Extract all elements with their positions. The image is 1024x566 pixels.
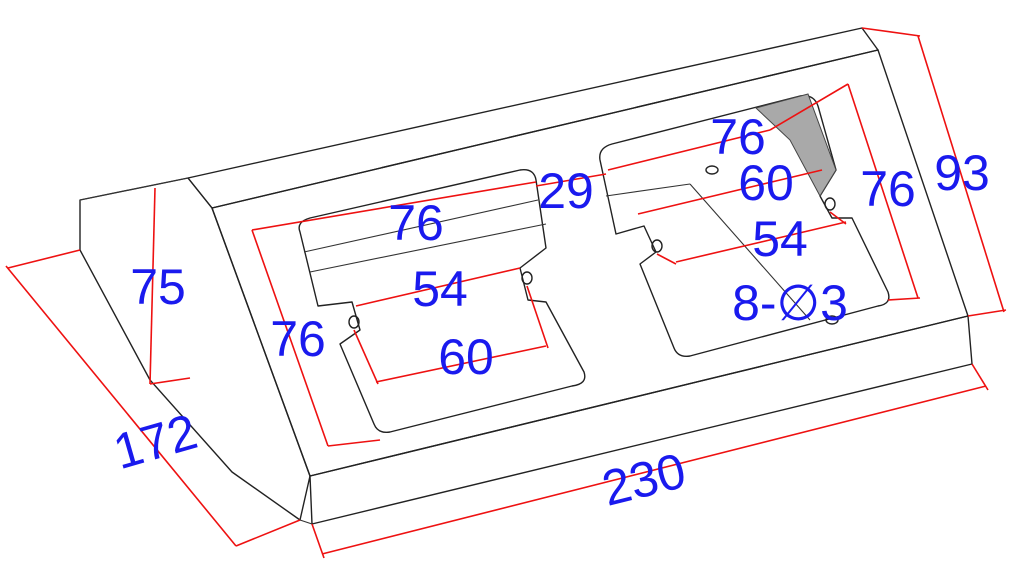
hole-icon — [824, 197, 836, 211]
hole-icon — [825, 315, 839, 325]
side-top-edge — [79, 177, 189, 201]
hole-icon — [705, 165, 719, 175]
dim-holes-label: 8-∅3 — [732, 275, 848, 331]
base-edge — [299, 519, 313, 525]
dim-right-hole-inner-label: 54 — [752, 211, 808, 267]
right-cutout — [599, 95, 890, 358]
dimension-lines — [5, 27, 1007, 559]
dim-length-label: 230 — [597, 442, 692, 517]
front-panel — [211, 49, 969, 477]
right-cutout-inner-dark — [755, 93, 837, 198]
dim-right-cutout-height-label: 76 — [860, 161, 916, 217]
dim-overall-height-label: 93 — [934, 145, 990, 201]
dim-left-cutout-width-label: 76 — [388, 195, 444, 251]
hole-icon — [651, 239, 663, 253]
dim-right-hole-outer-label: 60 — [738, 155, 794, 211]
hole-icon — [521, 271, 533, 285]
right-cutout-fold-2 — [689, 183, 811, 321]
dimension-labels: 230 172 75 93 76 76 54 60 29 76 76 60 54… — [107, 109, 989, 517]
left-cutout — [298, 169, 586, 434]
dim-height-label: 75 — [130, 259, 186, 315]
left-cutout-fold-2 — [309, 223, 547, 273]
dim-right-cutout-width-label: 76 — [710, 109, 766, 165]
hole-icon — [348, 315, 360, 329]
dim-left-hole-inner-label: 54 — [412, 261, 468, 317]
dim-left-hole-outer-label: 60 — [438, 329, 494, 385]
dim-depth-label: 172 — [107, 403, 203, 480]
dim-left-cutout-height-label: 76 — [270, 311, 326, 367]
right-cutout-fold-1 — [605, 183, 691, 197]
left-cutout-fold-1 — [303, 199, 539, 253]
box-body — [79, 27, 973, 525]
dim-gap-label: 29 — [538, 163, 594, 219]
